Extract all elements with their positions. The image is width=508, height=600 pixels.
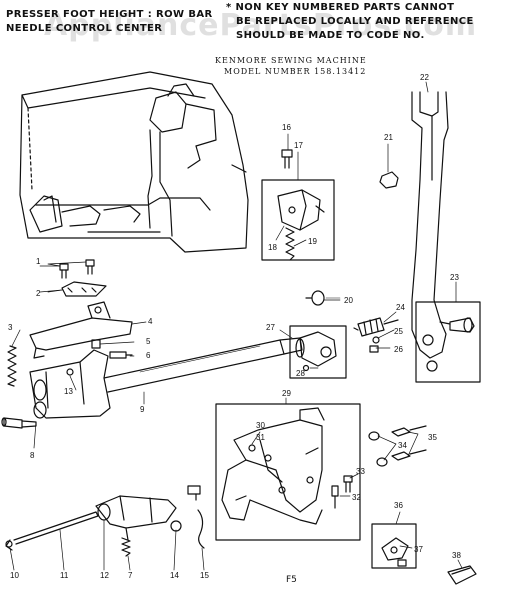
header-left-line-1: PRESSER FOOT HEIGHT : ROW BAR <box>6 9 213 20</box>
part-27-box <box>289 325 347 379</box>
callout-33: 33 <box>356 467 365 476</box>
callout-9: 9 <box>140 405 145 414</box>
callout-25: 25 <box>394 327 403 336</box>
callout-13: 13 <box>64 387 73 396</box>
callout-10: 10 <box>10 571 19 580</box>
part-4-bracket <box>29 301 133 359</box>
part-36-box <box>371 523 417 569</box>
callout-32: 32 <box>352 493 361 502</box>
part-38-knob <box>447 565 477 585</box>
part-20 <box>305 290 341 306</box>
callout-21: 21 <box>384 133 393 142</box>
part-9-frame-and-shaft <box>29 337 303 419</box>
bottom-parts <box>5 485 205 557</box>
callout-7: 7 <box>128 571 133 580</box>
callout-19: 19 <box>308 237 317 246</box>
callout-24: 24 <box>396 303 405 312</box>
part-2-plate <box>47 281 107 297</box>
callout-26: 26 <box>394 345 403 354</box>
header-right-line-2: BE REPLACED LOCALLY AND REFERENCE <box>236 16 474 27</box>
callout-27: 27 <box>266 323 275 332</box>
callout-17: 17 <box>294 141 303 150</box>
callout-22: 22 <box>420 73 429 82</box>
watermark: AppliancePartsPros.com <box>44 8 478 43</box>
parts-32-33 <box>331 475 353 509</box>
model-line-2: MODEL NUMBER 158.13412 <box>224 67 367 76</box>
header-right-line-1: * NON KEY NUMBERED PARTS CANNOT <box>226 2 455 13</box>
callout-34: 34 <box>398 441 407 450</box>
callout-18: 18 <box>268 243 277 252</box>
callout-28: 28 <box>296 369 305 378</box>
part-1-screws <box>47 259 95 279</box>
part-21-block <box>379 171 399 189</box>
header-right-line-3: SHOULD BE MADE TO CODE NO. <box>236 30 425 41</box>
callout-3: 3 <box>8 323 13 332</box>
page-number: F5 <box>286 575 297 585</box>
part-8-thumbscrew <box>1 417 37 429</box>
callout-38: 38 <box>452 551 461 560</box>
callout-12: 12 <box>100 571 109 580</box>
part-19-spring <box>285 227 295 261</box>
callout-8: 8 <box>30 451 35 460</box>
header-left-line-2: NEEDLE CONTROL CENTER <box>6 23 163 34</box>
part-23-box <box>415 301 481 383</box>
callout-6: 6 <box>146 351 151 360</box>
callout-numbers: 1 2 3 4 5 6 7 8 9 10 11 12 13 14 15 16 1… <box>8 73 461 585</box>
callout-14: 14 <box>170 571 179 580</box>
callout-11: 11 <box>60 571 69 580</box>
callout-1: 1 <box>36 257 41 266</box>
callout-16: 16 <box>282 123 291 132</box>
part-29-box <box>215 403 361 541</box>
model-line-1: KENMORE SEWING MACHINE <box>215 56 367 65</box>
machine-head-outline <box>19 71 249 253</box>
callout-31: 31 <box>256 433 265 442</box>
callout-2: 2 <box>36 289 41 298</box>
callout-30: 30 <box>256 421 265 430</box>
parts-24-25-26 <box>353 317 399 353</box>
callout-29: 29 <box>282 389 291 398</box>
part-22-lever <box>411 91 449 359</box>
callout-20: 20 <box>344 296 353 305</box>
callout-15: 15 <box>200 571 209 580</box>
callout-37: 37 <box>414 545 423 554</box>
part-3-spring <box>7 345 17 387</box>
callout-35: 35 <box>428 433 437 442</box>
callout-leaders <box>9 81 463 571</box>
parts-34-35 <box>368 425 427 467</box>
callout-36: 36 <box>394 501 403 510</box>
callout-5: 5 <box>146 337 151 346</box>
part-16-screw <box>281 149 293 169</box>
callout-23: 23 <box>450 273 459 282</box>
callout-4: 4 <box>148 317 153 326</box>
